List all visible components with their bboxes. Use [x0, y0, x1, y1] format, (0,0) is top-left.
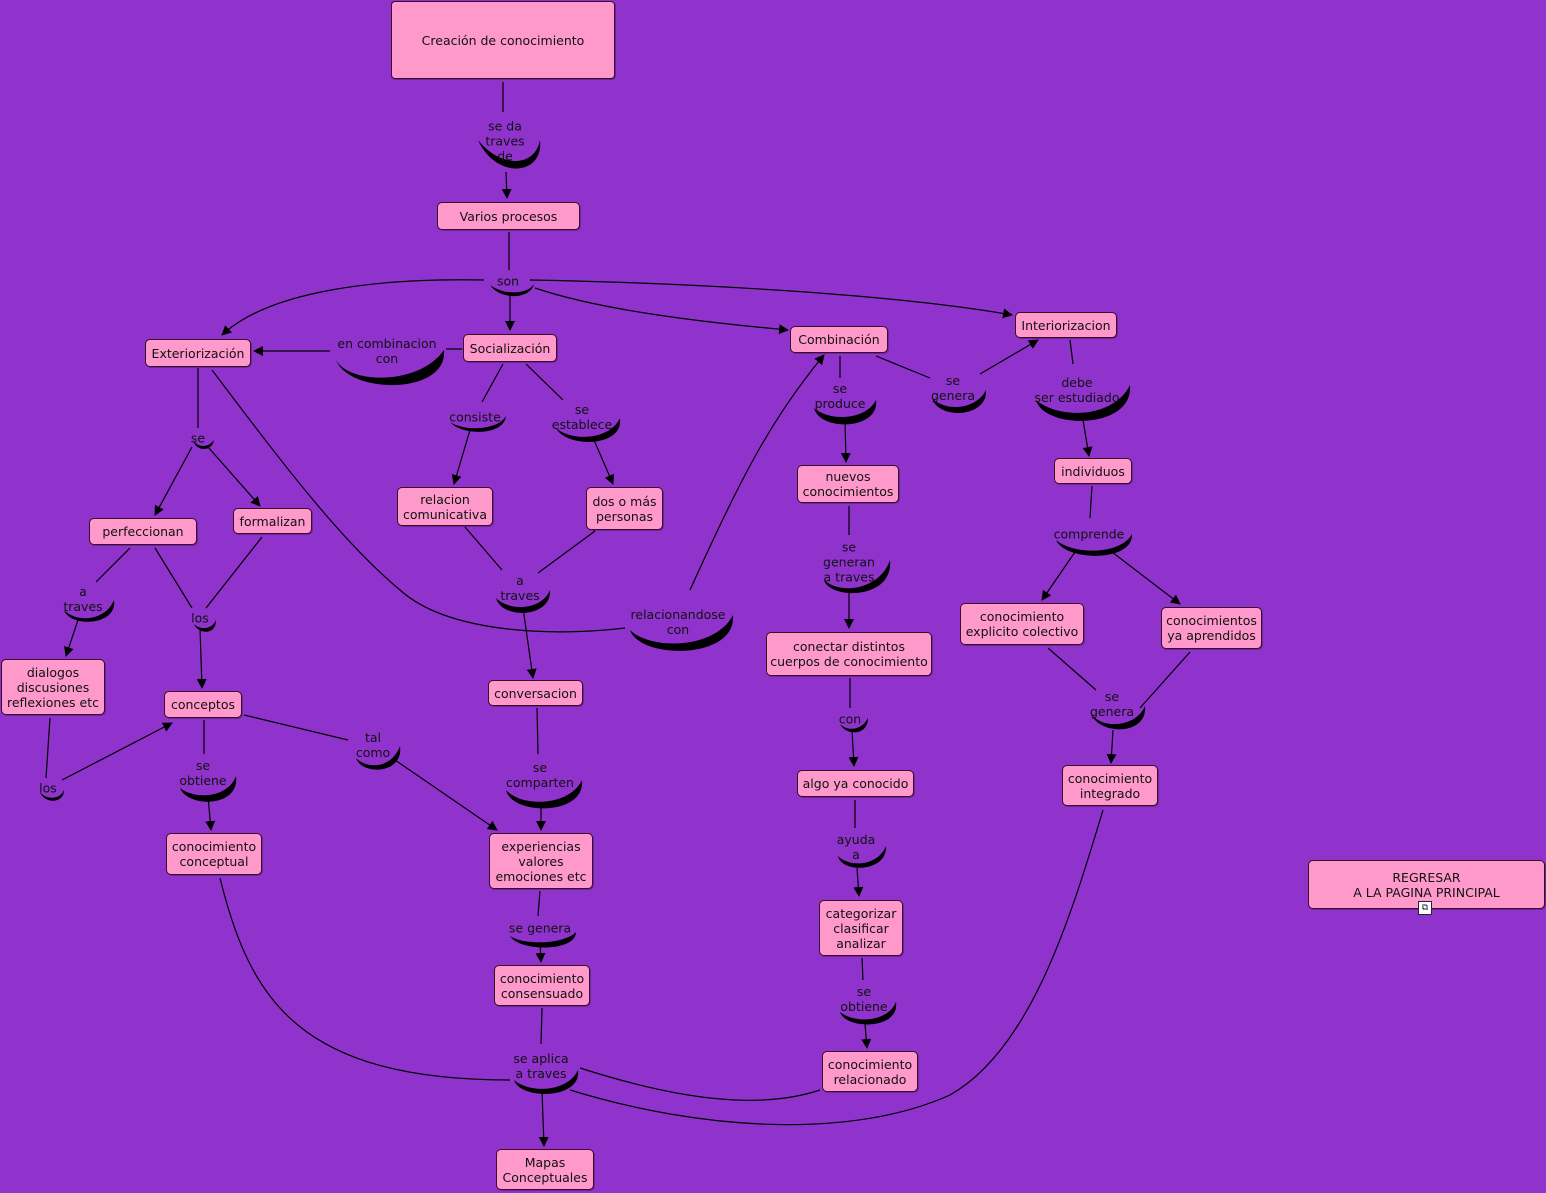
link-se-comparten: se comparten [506, 760, 574, 790]
node-dos-personas[interactable]: dos o más personas [586, 487, 663, 530]
node-varios-procesos[interactable]: Varios procesos [437, 202, 580, 230]
link-se-obtiene-conceptos: se obtiene [179, 758, 227, 788]
link-shadow [478, 140, 541, 169]
node-conceptos[interactable]: conceptos [164, 691, 242, 718]
node-explicito-colectivo[interactable]: conocimiento explicito colectivo [960, 603, 1084, 645]
node-formalizan[interactable]: formalizan [233, 508, 312, 534]
node-exteriorizacion[interactable]: Exteriorización [145, 339, 251, 367]
node-conectar[interactable]: conectar distintos cuerpos de conocimien… [766, 632, 932, 676]
node-categorizar[interactable]: categorizar clasificar analizar [819, 900, 903, 956]
link-debe-ser-estudiado: debe ser estudiado [1034, 375, 1120, 405]
node-nuevos-conocimientos[interactable]: nuevos conocimientos [797, 465, 899, 503]
link-se-establece: se establece [551, 402, 613, 432]
node-conocimiento-consensuado[interactable]: conocimiento consensuado [494, 965, 590, 1006]
link-tal-como: tal como [355, 730, 391, 760]
node-individuos[interactable]: individuos [1054, 458, 1132, 484]
link-son: son [496, 273, 520, 289]
link-se-produce: se produce [814, 381, 866, 411]
link-se-aplica: se aplica a traves [513, 1051, 569, 1081]
link-los-mid: los [191, 610, 209, 626]
link-en-combinacion: en combinacion con [337, 336, 437, 366]
link-los-left: los [39, 780, 57, 796]
node-combinacion[interactable]: Combinación [790, 326, 888, 353]
node-ya-aprendidos[interactable]: conocimientos ya aprendidos [1161, 607, 1262, 649]
regresar-button[interactable]: REGRESAR A LA PAGINA PRINCIPAL [1308, 860, 1545, 909]
node-interiorizacion[interactable]: Interiorizacion [1015, 312, 1117, 338]
node-perfeccionan[interactable]: perfeccionan [89, 518, 197, 545]
link-se-exteriorizacion: se [190, 430, 206, 446]
link-a-traves-socializacion: a traves [500, 573, 540, 603]
node-conocimiento-conceptual[interactable]: conocimiento conceptual [166, 833, 262, 875]
link-se-generan: se generan a traves [823, 539, 875, 585]
link-a-traves-perfeccionan: a traves [63, 584, 103, 614]
link-se-da: se da traves de [485, 118, 525, 164]
link-se-obtiene-categorizar: se obtiene [840, 984, 888, 1014]
node-mapas-conceptuales[interactable]: Mapas Conceptuales [496, 1149, 594, 1190]
link-ayuda-a: ayuda a [836, 832, 876, 862]
node-socializacion[interactable]: Socialización [463, 334, 557, 362]
node-algo-conocido[interactable]: algo ya conocido [797, 770, 914, 797]
link-comprende: comprende [1053, 526, 1125, 542]
node-dialogos[interactable]: dialogos discusiones reflexiones etc [1, 659, 105, 715]
link-con: con [838, 711, 862, 727]
link-icon[interactable]: ⧉ [1418, 901, 1432, 915]
link-se-genera-experiencias: se genera [508, 920, 572, 936]
link-se-genera-interiorizacion: se genera [930, 373, 976, 403]
node-conocimiento-relacionado[interactable]: conocimiento relacionado [822, 1051, 918, 1092]
node-relacion-comunicativa[interactable]: relacion comunicativa [397, 487, 493, 526]
node-conocimiento-integrado[interactable]: conocimiento integrado [1062, 765, 1158, 806]
link-relacionandose-con: relacionandose con [630, 607, 726, 637]
node-experiencias[interactable]: experiencias valores emociones etc [489, 833, 593, 889]
link-se-genera-individuos: se genera [1089, 689, 1135, 719]
node-creacion[interactable]: Creación de conocimiento [391, 1, 615, 79]
link-consiste: consiste [449, 409, 501, 425]
node-conversacion[interactable]: conversacion [488, 680, 583, 706]
